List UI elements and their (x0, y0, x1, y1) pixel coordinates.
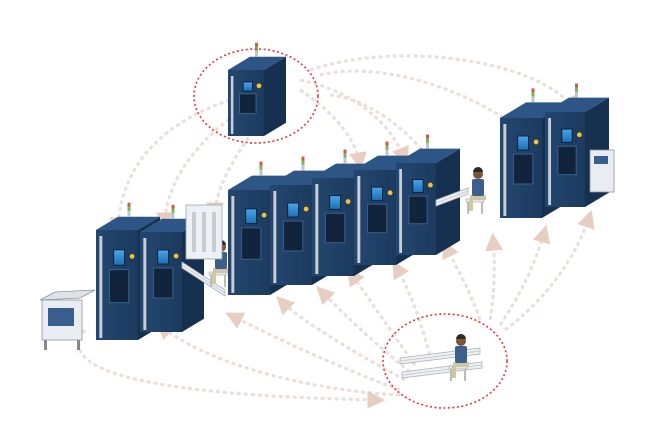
signal-tower-icon (171, 204, 175, 219)
flow-arrow (329, 93, 449, 190)
flow-arrow (316, 286, 411, 374)
signal-tower-icon (127, 202, 131, 217)
operator-icon (465, 167, 486, 214)
callout-operator-station (382, 313, 508, 409)
feeder-icon (589, 149, 615, 193)
screen-icon (157, 249, 170, 265)
rack-icon (185, 204, 223, 260)
signal-tower-icon (301, 156, 305, 171)
flow-arrow (309, 54, 579, 115)
conveyor-icon (435, 187, 469, 207)
signal-tower-icon (385, 141, 389, 156)
flow-arrow (276, 296, 406, 382)
signal-tower-icon (575, 83, 578, 98)
screen-icon (245, 208, 258, 225)
flow-arrow (319, 69, 525, 134)
machines-layer (39, 42, 615, 381)
flow-arrow (442, 240, 482, 321)
flow-arrow (392, 260, 432, 356)
screen-icon (242, 81, 253, 92)
flow-arrow (155, 321, 401, 397)
screen-icon (371, 186, 384, 201)
screen-icon (412, 179, 424, 193)
flow-arrow (77, 329, 386, 409)
screen-icon (517, 135, 530, 151)
flow-arrow (299, 78, 409, 166)
callout-single-machine (193, 48, 319, 144)
flow-arrow (498, 224, 551, 326)
conveyor-icon (399, 347, 481, 365)
flow-arrow (485, 232, 504, 321)
screen-icon (561, 128, 573, 143)
flow-arrow (346, 267, 417, 366)
operator-icon (448, 334, 469, 381)
cabinet-icon (228, 42, 286, 136)
screen-icon (287, 202, 300, 218)
screen-icon (113, 249, 126, 266)
flow-arrow (156, 113, 236, 231)
flow-arrow (299, 88, 367, 171)
flow-arrow (109, 98, 231, 236)
signal-tower-icon (531, 88, 535, 103)
flow-arrow (206, 119, 262, 221)
feeder-icon (39, 289, 96, 350)
signal-tower-icon (259, 161, 263, 176)
flow-arrows (77, 54, 595, 409)
flow-arrow (225, 312, 401, 392)
flow-arrow (504, 209, 595, 332)
screen-icon (329, 195, 342, 210)
signal-tower-icon (343, 149, 347, 164)
signal-tower-icon (426, 134, 429, 149)
